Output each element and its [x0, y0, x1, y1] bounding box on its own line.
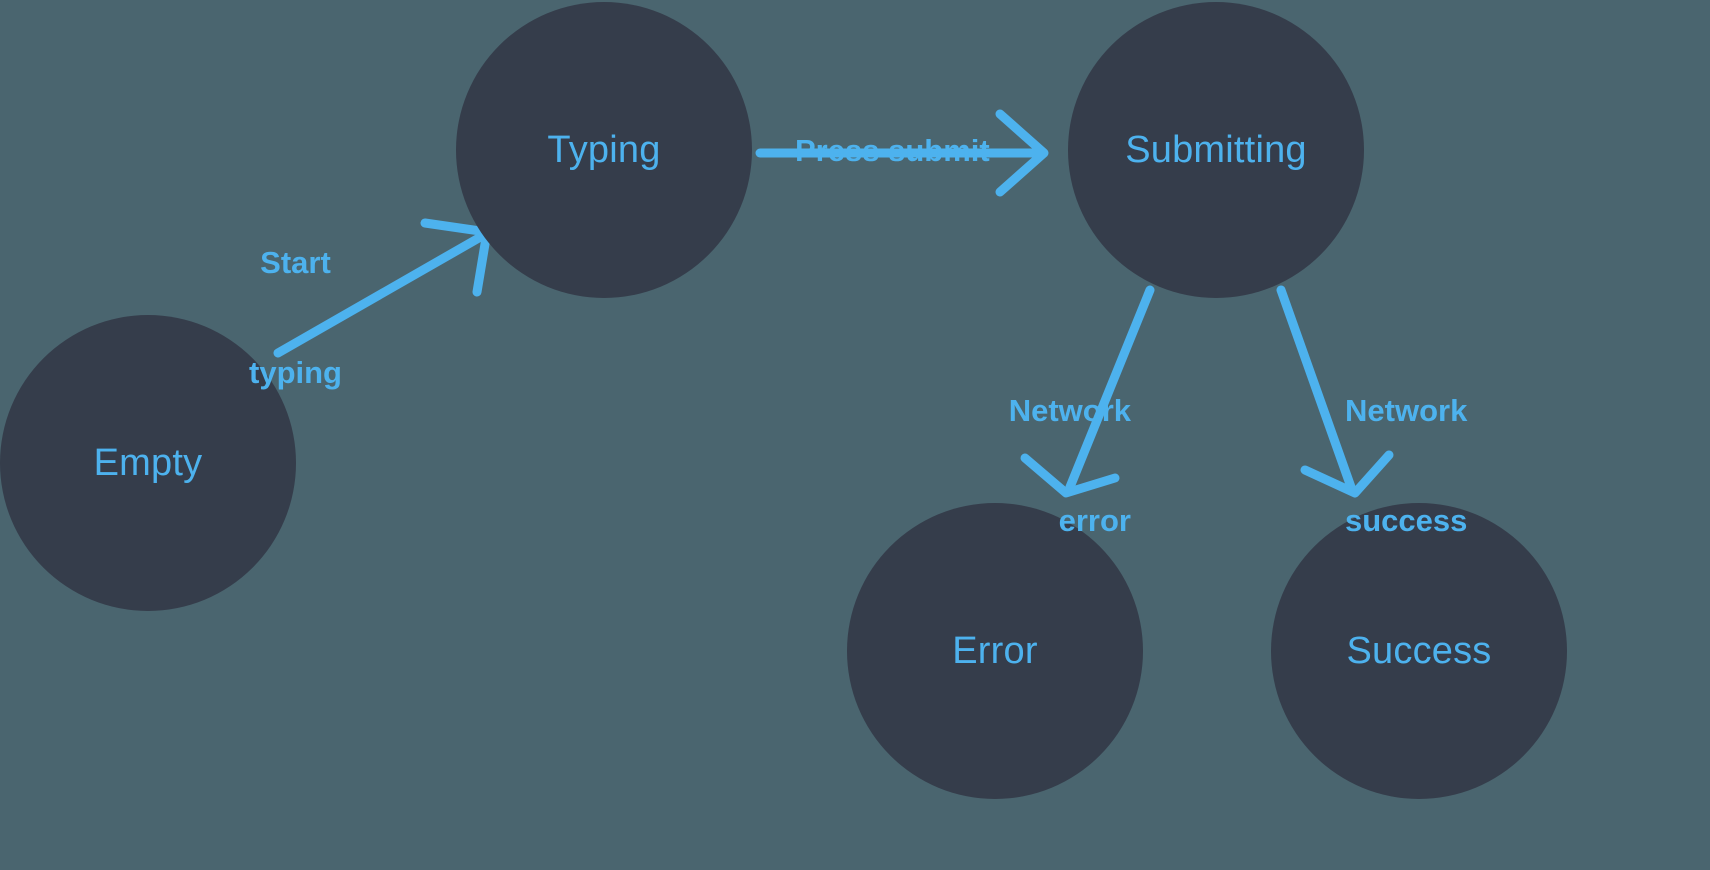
edge-label-start-typing-line2: typing — [249, 354, 342, 390]
state-node-typing[interactable]: Typing — [456, 2, 752, 298]
edge-network-success — [1276, 285, 1394, 498]
edge-label-network-error: Network error — [871, 320, 1131, 613]
state-node-submitting-label: Submitting — [1125, 129, 1307, 171]
state-node-empty[interactable]: Empty — [0, 315, 296, 611]
edge-label-network-success-line1: Network — [1345, 393, 1468, 429]
edge-start-typing-arrowhead — [420, 218, 492, 297]
edge-network-error-arrowhead — [1020, 453, 1120, 498]
edge-label-network-error-line1: Network — [1008, 393, 1131, 429]
edge-network-error — [1020, 285, 1155, 498]
edge-label-press-submit-line1: Press submit — [795, 133, 990, 169]
state-node-empty-label: Empty — [93, 442, 203, 484]
state-node-submitting[interactable]: Submitting — [1068, 2, 1364, 298]
edge-network-error-line — [1065, 285, 1155, 492]
edge-start-typing-line — [273, 230, 489, 358]
edge-label-start-typing: Start typing — [249, 172, 342, 465]
state-node-error[interactable]: Error — [847, 503, 1143, 799]
edge-network-success-arrowhead — [1300, 450, 1394, 498]
edge-network-success-line — [1276, 285, 1356, 492]
edge-press-submit-arrowhead — [995, 109, 1049, 197]
edge-label-press-submit: Press submit — [795, 60, 990, 243]
state-node-error-label: Error — [952, 630, 1038, 672]
state-node-success-label: Success — [1346, 630, 1492, 672]
state-node-typing-label: Typing — [547, 129, 661, 171]
edge-label-network-success: Network success — [1345, 320, 1625, 613]
edge-label-network-error-line2: error — [1058, 502, 1131, 538]
edge-press-submit — [755, 109, 1049, 197]
edge-label-start-typing-line1: Start — [260, 245, 331, 281]
state-node-success[interactable]: Success — [1271, 503, 1567, 799]
edge-label-network-success-line2: success — [1345, 502, 1468, 538]
